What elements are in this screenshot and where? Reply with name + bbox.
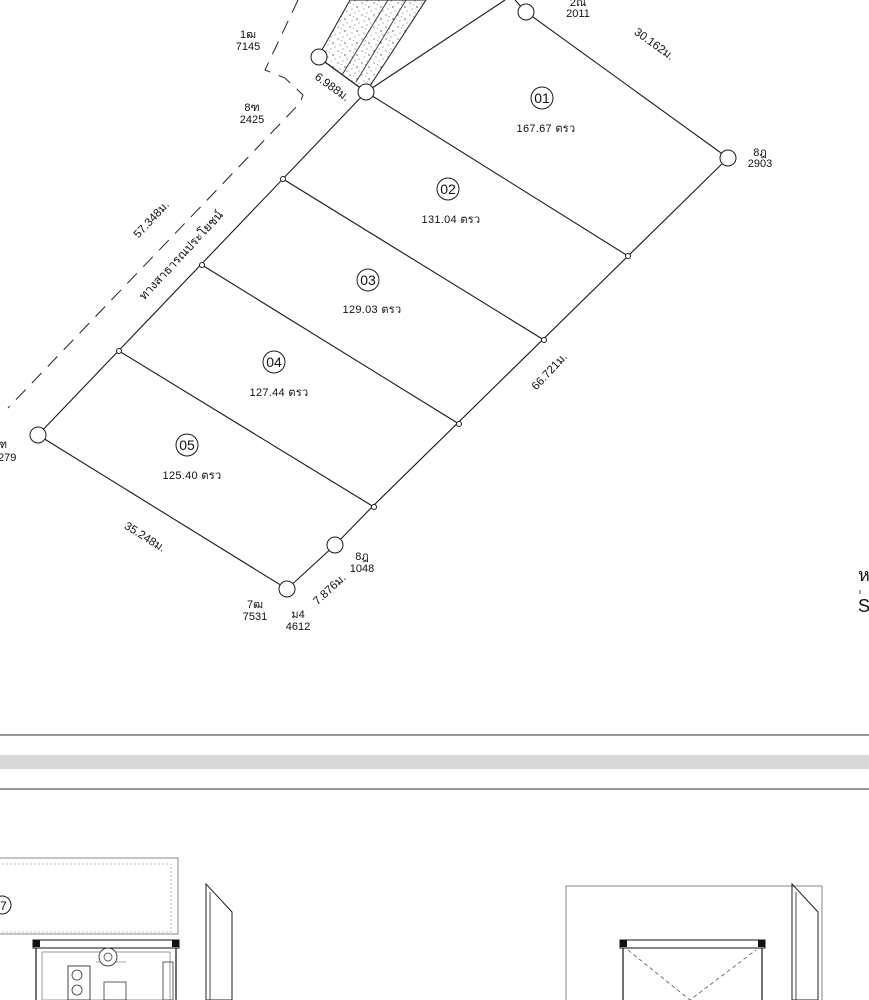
lot-divider-2-3 xyxy=(282,178,545,341)
title-fragment: S xyxy=(858,596,869,616)
lot-number: 05 xyxy=(179,437,195,453)
marker-number: 279 xyxy=(0,452,16,464)
floor-plan-left: 7 xyxy=(0,857,233,1000)
floor-plan-right xyxy=(565,882,823,1000)
marker-code: 8ฑ xyxy=(244,102,259,114)
lot-divider-4-5 xyxy=(118,350,375,508)
vertex-dots xyxy=(116,176,631,510)
marker-number: 4612 xyxy=(286,621,310,633)
dimension-label: 57.348ม. xyxy=(132,199,172,241)
lot-number: 04 xyxy=(266,354,282,370)
marker-code: 8ฎ xyxy=(753,147,767,159)
lot-divider-1-2 xyxy=(365,91,629,257)
dimension-label: 35.248ม. xyxy=(122,520,167,555)
marker-number: 1048 xyxy=(350,563,374,575)
marker-code: ฑ xyxy=(0,439,7,451)
sheet-divider-band xyxy=(0,755,869,769)
easement-divider-line xyxy=(341,0,389,76)
title-fragment: ห xyxy=(858,565,869,585)
lot-number-rings xyxy=(175,86,554,457)
detail-marker: 7 xyxy=(0,899,7,913)
lot-area: 125.40 ตรว xyxy=(163,470,222,482)
boundary-top-segment xyxy=(365,0,506,93)
marker-number: 2903 xyxy=(748,158,772,170)
marker-code: 1ฒ xyxy=(240,29,256,41)
dimension-label: 66.721ม. xyxy=(530,351,570,393)
dimension-label: 30.162ม. xyxy=(632,26,676,63)
lot-area: 131.04 ตรว xyxy=(422,214,481,226)
lot-number: 02 xyxy=(440,181,456,197)
dimension-label: 7.876ม. xyxy=(311,572,348,608)
easement-top-line xyxy=(365,0,427,93)
marker-number: 2425 xyxy=(240,114,264,126)
lot-area: 167.67 ตรว xyxy=(517,123,576,135)
marker-code: 7ฒ xyxy=(247,599,263,611)
marker-number: 2011 xyxy=(566,8,590,20)
lot-area: 129.03 ตรว xyxy=(343,304,402,316)
survey-marker-circles xyxy=(29,3,737,598)
hatched-easement xyxy=(317,0,427,93)
lot-divider-3-4 xyxy=(201,264,460,425)
marker-number: 7145 xyxy=(236,41,260,53)
lot-number: 03 xyxy=(360,272,376,288)
marker-code: 8ฎ xyxy=(355,551,369,563)
marker-code: 2ณ xyxy=(570,0,586,9)
easement-divider-line xyxy=(355,0,407,83)
lot-area: 127.44 ตรว xyxy=(250,387,309,399)
lot-number: 01 xyxy=(534,90,550,106)
marker-number: 7531 xyxy=(243,611,267,623)
marker-code: ม4 xyxy=(291,609,304,621)
